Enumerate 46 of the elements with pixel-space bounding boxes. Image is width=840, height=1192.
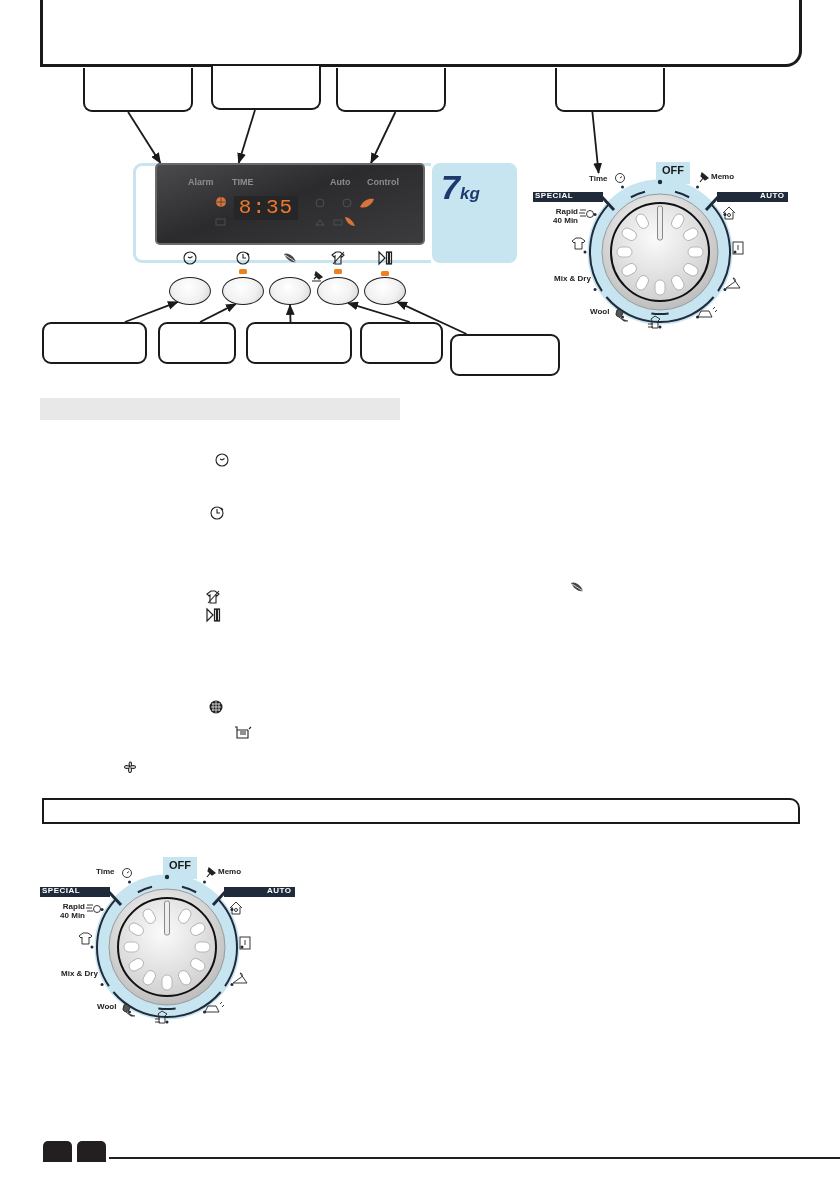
group-label: AUTO [760, 192, 785, 201]
arrow [285, 303, 295, 323]
arrow [591, 111, 602, 175]
program-label: Memo [218, 868, 242, 877]
program-label: Mix & Dry [61, 970, 98, 979]
display-label: TIME [232, 177, 254, 187]
callout-box [246, 322, 352, 364]
callout-box [555, 68, 665, 112]
program-label: Memo [711, 173, 735, 182]
display-label: Auto [330, 177, 351, 187]
display-panel [155, 163, 425, 245]
arrow [127, 111, 162, 164]
callout-box [83, 68, 193, 112]
callout-box [450, 334, 560, 376]
control-button [317, 277, 359, 305]
program-label: Rapid 40 Min [59, 903, 85, 921]
program-label: Time [589, 173, 608, 184]
group-label: SPECIAL [42, 887, 81, 896]
callout-box [336, 68, 446, 112]
arrow [347, 301, 411, 323]
callout-box [211, 66, 321, 110]
display-label: Alarm [188, 177, 214, 187]
program-label: OFF [662, 164, 684, 177]
program-label: Wool [590, 308, 610, 317]
arrow [199, 303, 237, 323]
arrow [237, 109, 256, 165]
program-label: Wool [97, 1003, 117, 1012]
group-label: SPECIAL [535, 192, 574, 201]
program-label: Mix & Dry [554, 275, 591, 284]
control-button [269, 277, 311, 305]
control-button [169, 277, 211, 305]
callout-box [42, 322, 147, 364]
arrow [124, 301, 179, 323]
program-label: Rapid 40 Min [552, 208, 578, 226]
callout-box [158, 322, 236, 364]
arrow [396, 301, 468, 335]
program-label: OFF [169, 859, 191, 872]
capacity-label: 7kg [441, 168, 480, 207]
digit-readout: 8:35 [234, 196, 298, 220]
display-label: Control [367, 177, 399, 187]
arrow [370, 111, 397, 164]
program-label: Time [96, 868, 115, 877]
group-label: AUTO [267, 887, 292, 896]
callout-box [360, 322, 443, 364]
control-button [222, 277, 264, 305]
control-button [364, 277, 406, 305]
